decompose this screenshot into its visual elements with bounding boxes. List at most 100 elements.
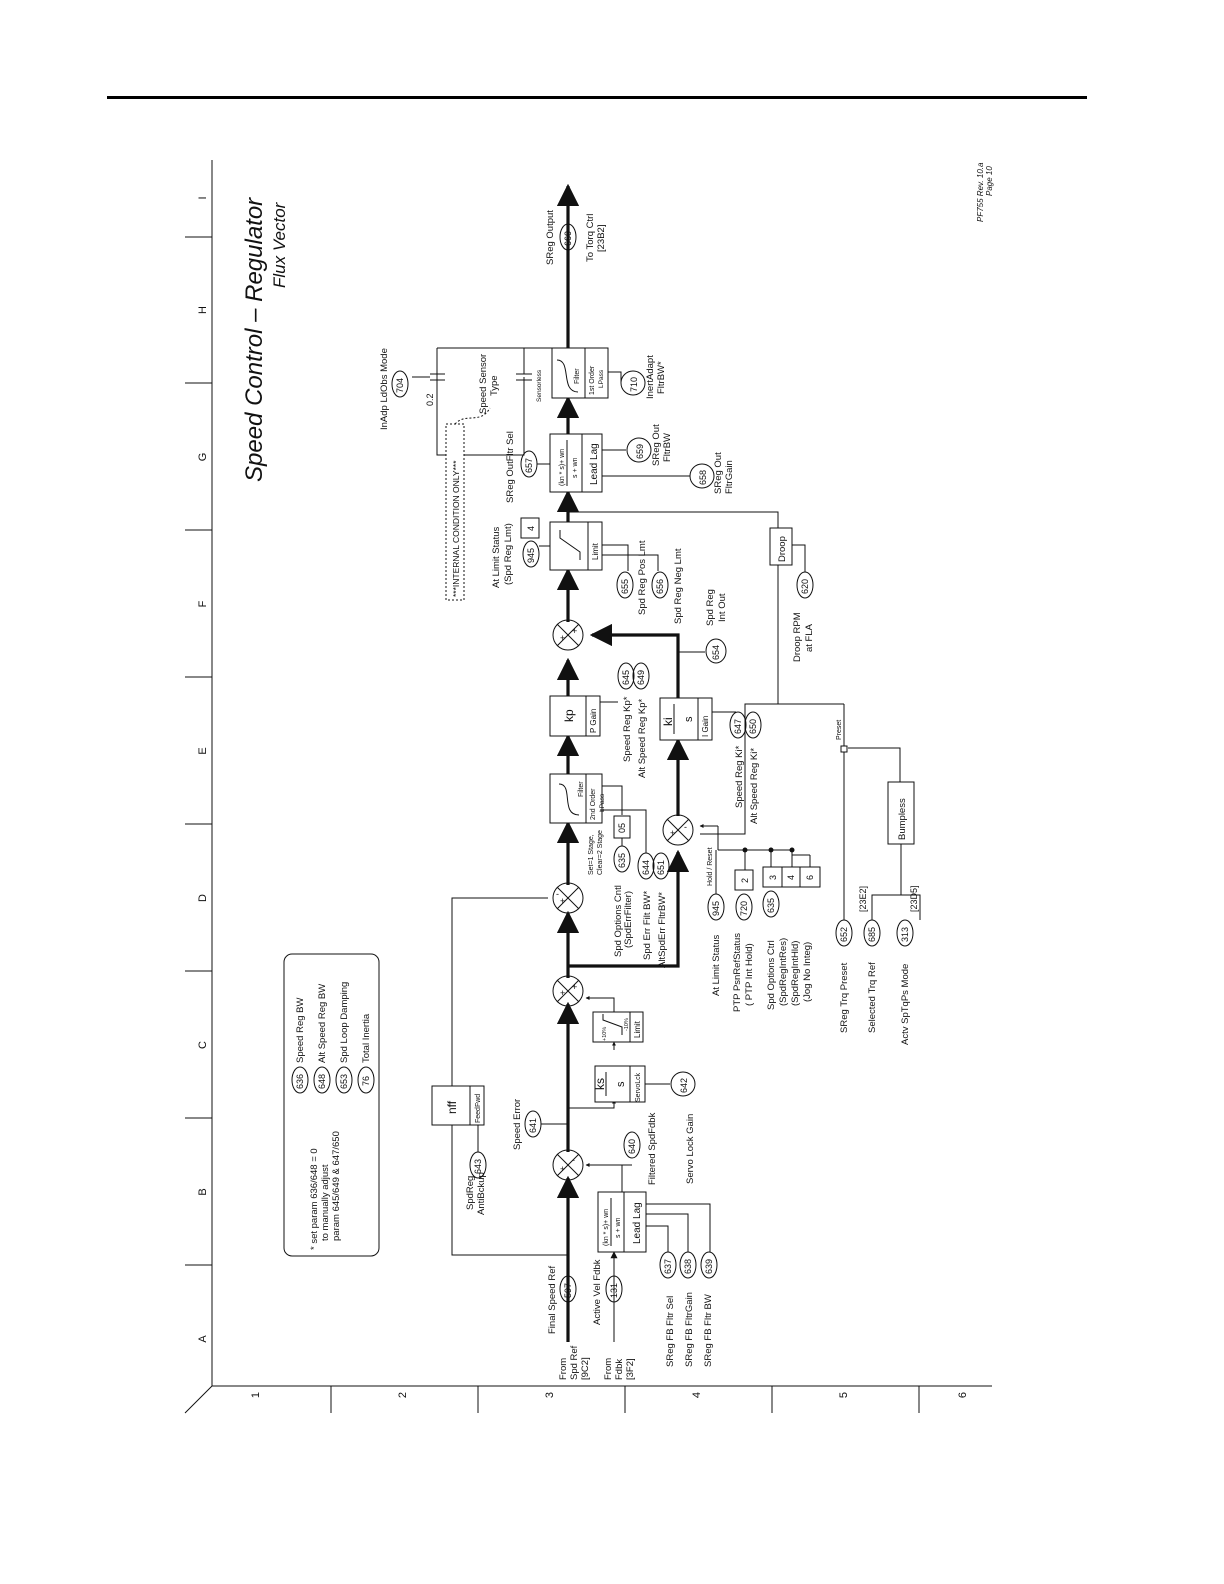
top-rule [107,96,1087,99]
svg-text:-: - [572,1155,575,1165]
svg-text:Spd Reg: Spd Reg [705,589,716,626]
speed-error: 641 Speed Error [512,1099,568,1150]
svg-text:ServoLck: ServoLck [635,1072,642,1102]
svg-text:3: 3 [768,875,778,880]
note-param-76-label: Total Inertia [361,1013,372,1063]
svg-text:Limit: Limit [591,542,600,560]
param-620: 620 [800,579,810,594]
sreg-output: 660 SReg Output To Torq Ctrl [23B2] [545,210,607,265]
param-643: 643 [473,1159,483,1174]
svg-text:s + wn: s + wn [615,1217,622,1238]
svg-text:To Torq Ctrl: To Torq Ctrl [585,214,596,262]
svg-text:s + wn: s + wn [572,457,579,478]
grid-letter-b: B [197,1188,209,1195]
svg-text:Bumpless: Bumpless [897,798,908,840]
svg-text:[23E2]: [23E2] [858,886,868,912]
inertia-adapt-block: 0.2 704 InAdp LdObs Mode Sensorless Spee… [379,347,667,455]
svg-text:Speed Reg Kp*: Speed Reg Kp* [622,696,633,762]
svg-text:Spd Err Filt BW*: Spd Err Filt BW* [642,891,653,960]
param-650: 650 [748,719,758,734]
svg-text:Spd Reg Neg Lmt: Spd Reg Neg Lmt [673,548,684,624]
svg-text:(SpdErrFilter): (SpdErrFilter) [623,891,634,948]
fdbk-from-label: From [603,1358,614,1380]
svg-text:+: + [572,626,577,636]
svg-text:[3F2]: [3F2] [625,1358,636,1380]
grid-number-6: 6 [957,1392,969,1398]
svg-text:FeedFwd: FeedFwd [475,1094,482,1123]
param-635-hold: 635 [766,898,776,913]
grid-letter-g: G [197,453,209,462]
grid-number-2: 2 [397,1392,409,1398]
svg-text:-: - [556,889,559,899]
note-param-76-num: 76 [361,1076,371,1086]
svg-text:Alt Speed Reg Ki*: Alt Speed Reg Ki* [749,748,760,824]
summing-junction-3: + - [552,882,584,914]
grid-number-4: 4 [691,1392,703,1398]
svg-text:Servo Lock Gain: Servo Lock Gain [685,1114,696,1184]
grid-letter-h: H [197,306,209,314]
param-660: 660 [563,231,573,246]
svg-text:nff: nff [445,1100,459,1114]
svg-text:at FLA: at FLA [804,623,815,652]
svg-text:Set=1 Stage,: Set=1 Stage, [588,834,595,875]
param-640: 640 [627,1139,637,1154]
svg-text:SReg Out: SReg Out [651,424,662,466]
note-param-653-num: 653 [339,1074,349,1089]
grid-letter-d: D [197,894,209,902]
error-filter-block: Filter 2nd Order LPass 05 Set=1 Stage, C… [549,773,670,968]
svg-text:Selected Trq Ref: Selected Trq Ref [867,962,878,1033]
servo-limit-block: +10% -10% Limit [592,1011,644,1043]
spd-reg-limit-block: Limit 945 4 At Limit Status (Spd Reg Lmt… [491,517,684,624]
fb-lead-lag-block: (kn * s)+ wn s + wn Lead Lag 637 638 639… [597,1191,718,1367]
svg-text:[23B2]: [23B2] [596,225,607,252]
output-lead-lag-block: (kn * s)+ wn s + wn Lead Lag 657 SReg Ou… [505,424,735,503]
svg-text:Type: Type [489,375,500,396]
param-637: 637 [663,1259,673,1274]
param-659: 659 [635,444,645,459]
svg-text:Droop: Droop [777,536,788,562]
svg-text:1st Order: 1st Order [589,365,596,395]
svg-text:Clear=2 Stage: Clear=2 Stage [597,830,604,875]
param-644: 644 [641,860,651,875]
svg-text:Filter: Filter [578,781,585,797]
param-651: 651 [656,860,666,875]
svg-text:(SpdRegIntHld): (SpdRegIntHld) [790,941,801,1006]
param-647: 647 [733,719,743,734]
svg-text:Filtered SpdFdbk: Filtered SpdFdbk [647,1112,658,1185]
svg-text:Droop RPM: Droop RPM [792,612,803,662]
svg-text:SReg FB FltrGain: SReg FB FltrGain [684,1292,695,1367]
page-number: Page 10 [985,166,994,196]
note-param-648-label: Alt Speed Reg BW [317,984,328,1063]
svg-text:Sensorless: Sensorless [536,369,543,402]
svg-text:(Jog No Integ): (Jog No Integ) [802,942,813,1002]
param-639: 639 [704,1259,714,1274]
svg-text:Hold / Reset: Hold / Reset [707,847,714,886]
p-gain-block: kp P Gain 645 649 Speed Reg Kp* Alt Spee… [549,662,650,778]
svg-text:***INTERNAL CONDITION ONLY***: ***INTERNAL CONDITION ONLY*** [451,460,461,597]
svg-text:+: + [560,988,565,998]
summing-junction-2: + + [552,975,584,1007]
page-subtitle: Flux Vector [270,201,289,288]
svg-text:+: + [560,1164,565,1174]
svg-text:SReg Out: SReg Out [713,452,724,494]
svg-text:[9C2]: [9C2] [580,1357,591,1380]
servo-lock-block: ks s ServoLck 642 Servo Lock Gain [593,1065,696,1184]
svg-text:Speed Sensor: Speed Sensor [478,354,489,414]
param-641: 641 [528,1118,538,1133]
param-645: 645 [621,670,631,685]
filtered-spdfdbk: 640 Filtered SpdFdbk [586,1112,658,1185]
active-vel-fdbk-label: Active Vel Fdbk [592,1259,603,1325]
note-line-2: to manually adjust [320,1164,331,1241]
svg-text:Spd Ref: Spd Ref [569,1345,580,1380]
svg-text:kp: kp [562,709,576,722]
param-704: 704 [395,378,405,393]
internal-condition-note: ***INTERNAL CONDITION ONLY*** [445,407,491,601]
svg-text:[23D5]: [23D5] [909,885,919,912]
droop-block: Droop 620 Droop RPM at FLA [769,527,815,662]
svg-text:(Spd Reg Lmt): (Spd Reg Lmt) [503,523,514,585]
feedforward-block: nff FeedFwd 643 SpdReg AntiBckup [431,1085,487,1215]
svg-text:Alt Speed Reg Kp*: Alt Speed Reg Kp* [637,698,648,778]
svg-text:Filter: Filter [574,368,581,384]
svg-text:At Limit Status: At Limit Status [711,935,722,996]
